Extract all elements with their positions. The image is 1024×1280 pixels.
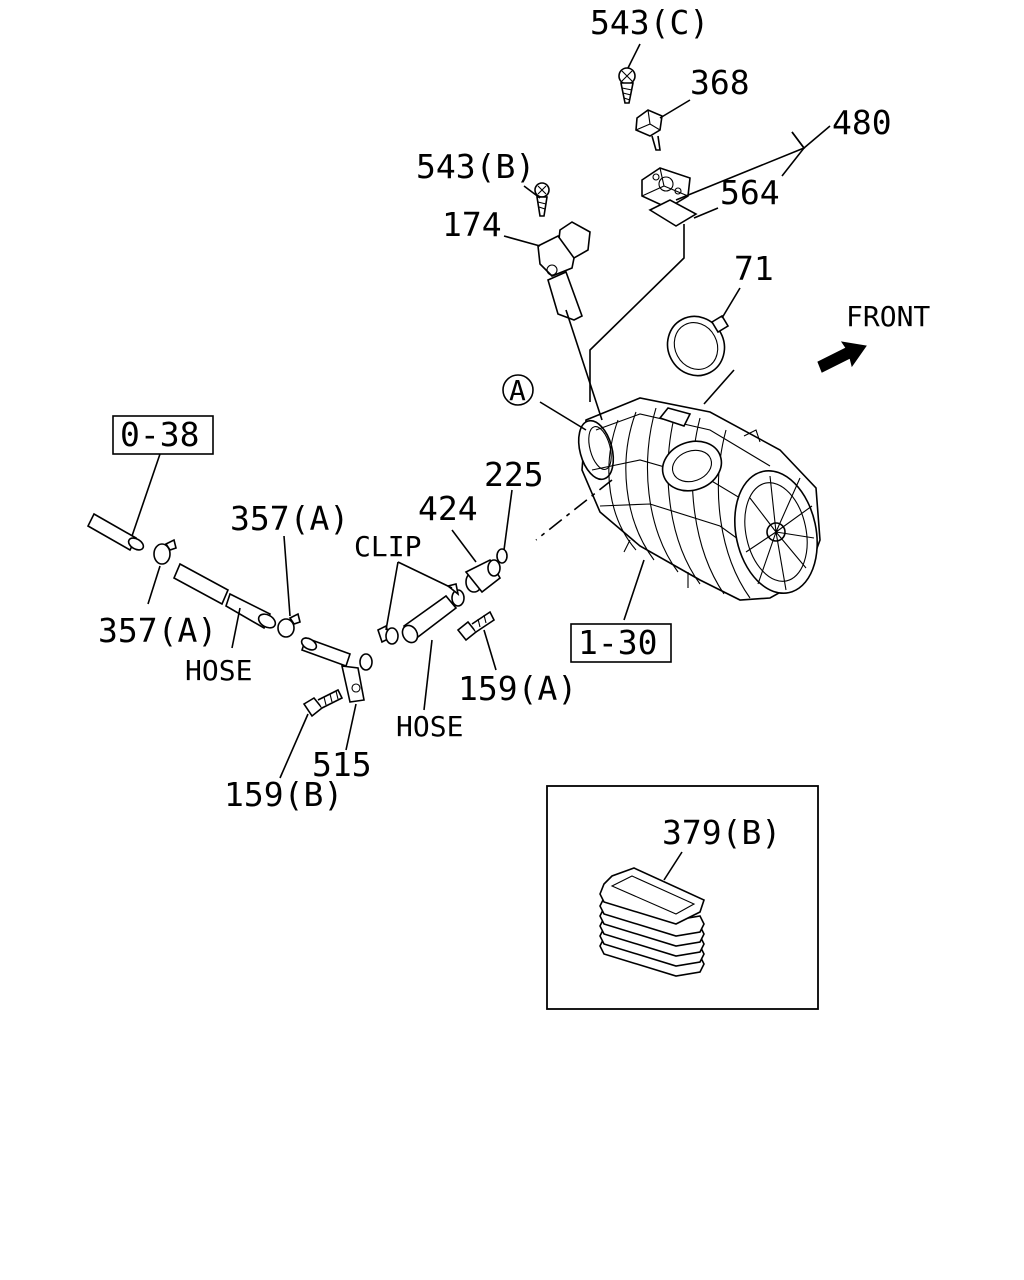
bracket-564 bbox=[641, 167, 698, 227]
label-225: 225 bbox=[484, 455, 544, 494]
sensor-174 bbox=[537, 221, 591, 321]
label-hose-left: HOSE bbox=[185, 654, 252, 687]
hose-left bbox=[172, 562, 277, 630]
bolt-159b bbox=[302, 688, 344, 718]
label-357a-top: 357(A) bbox=[230, 499, 349, 538]
label-564: 564 bbox=[720, 173, 780, 212]
inset-filter-379b: 379(B) bbox=[546, 785, 819, 1010]
clamp-71 bbox=[666, 314, 730, 377]
ref-box-038 bbox=[112, 415, 214, 455]
label-424: 424 bbox=[418, 489, 478, 528]
air-cleaner-assembly bbox=[577, 397, 821, 601]
oring-225 bbox=[496, 548, 508, 564]
label-515: 515 bbox=[312, 745, 372, 784]
label-357a-left: 357(A) bbox=[98, 611, 217, 650]
hose-clamp-left bbox=[153, 538, 177, 565]
label-379b: 379(B) bbox=[662, 813, 781, 852]
label-clip: CLIP bbox=[354, 530, 421, 563]
clip-right bbox=[446, 583, 465, 607]
label-circle-a: A bbox=[509, 374, 526, 407]
label-480: 480 bbox=[832, 103, 892, 142]
leader-lines bbox=[131, 43, 831, 881]
screw-543c bbox=[618, 67, 636, 104]
reference-circle-a bbox=[502, 374, 534, 406]
screw-543b bbox=[534, 182, 550, 217]
bolt-159a bbox=[456, 610, 496, 642]
hose-clamp-right bbox=[277, 612, 301, 638]
fitting-424 bbox=[464, 558, 502, 594]
front-arrow-icon bbox=[817, 341, 867, 373]
label-front: FRONT bbox=[846, 300, 930, 333]
hose-mid bbox=[401, 594, 458, 644]
label-174: 174 bbox=[442, 205, 502, 244]
bracket-515 bbox=[300, 636, 373, 703]
sensor-368 bbox=[635, 109, 663, 151]
label-hose-mid: HOSE bbox=[396, 710, 463, 743]
ref-box-130 bbox=[570, 623, 672, 663]
label-159a: 159(A) bbox=[458, 669, 577, 708]
label-71: 71 bbox=[734, 249, 774, 288]
label-543b: 543(B) bbox=[416, 147, 535, 186]
label-543c: 543(C) bbox=[590, 3, 709, 42]
label-159b: 159(B) bbox=[224, 775, 343, 814]
pipe-stub bbox=[86, 512, 145, 552]
clip-left bbox=[377, 624, 399, 645]
filter-element bbox=[599, 867, 705, 977]
labels: 543(C) 368 480 543(B) 564 174 71 FRONT A… bbox=[98, 3, 930, 814]
label-ref-038: 0-38 bbox=[120, 415, 199, 454]
label-368: 368 bbox=[690, 63, 750, 102]
label-ref-130: 1-30 bbox=[578, 623, 657, 662]
